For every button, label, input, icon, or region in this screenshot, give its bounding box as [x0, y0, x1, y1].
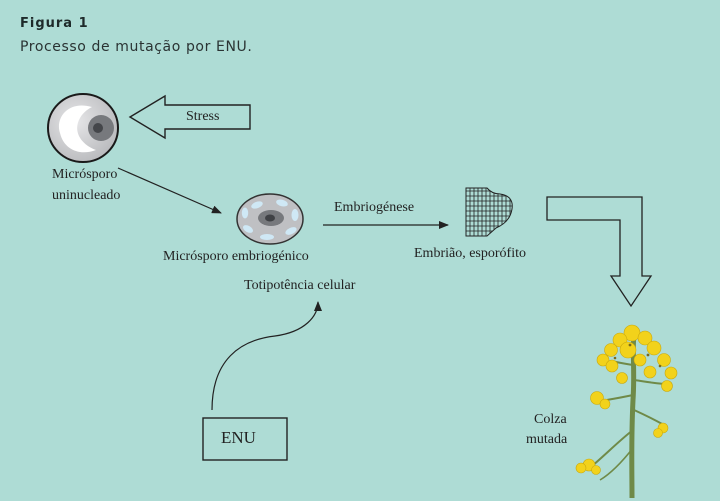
stress-arrow	[128, 94, 251, 140]
enu-box	[202, 417, 288, 461]
enu-label: ENU	[221, 428, 256, 447]
embryogenic-microspore-label: Micrósporo embriogénico	[163, 249, 309, 264]
stress-label: Stress	[186, 109, 220, 124]
embryo-label: Embrião, esporófito	[414, 246, 526, 261]
mutated-rapeseed-label-line2: mutada	[526, 432, 568, 447]
uninucleate-microspore-label-line1: Micrósporo	[52, 167, 118, 182]
embryogenic-microspore-icon	[236, 193, 304, 245]
uninucleate-microspore-label-line2: uninucleado	[52, 188, 121, 203]
uninucleate-microspore-icon	[47, 93, 119, 163]
embryogenesis-label: Embriogénese	[334, 200, 415, 215]
embryo-icon	[465, 187, 513, 237]
figure-title: Figura 1	[20, 16, 89, 31]
bent-arrow	[546, 196, 653, 308]
totipotency-label: Totipotência celular	[244, 278, 356, 293]
rapeseed-plant-icon	[575, 324, 678, 499]
mutated-rapeseed-label-line1: Colza	[534, 412, 567, 427]
figure-subtitle: Processo de mutação por ENU.	[20, 39, 253, 55]
